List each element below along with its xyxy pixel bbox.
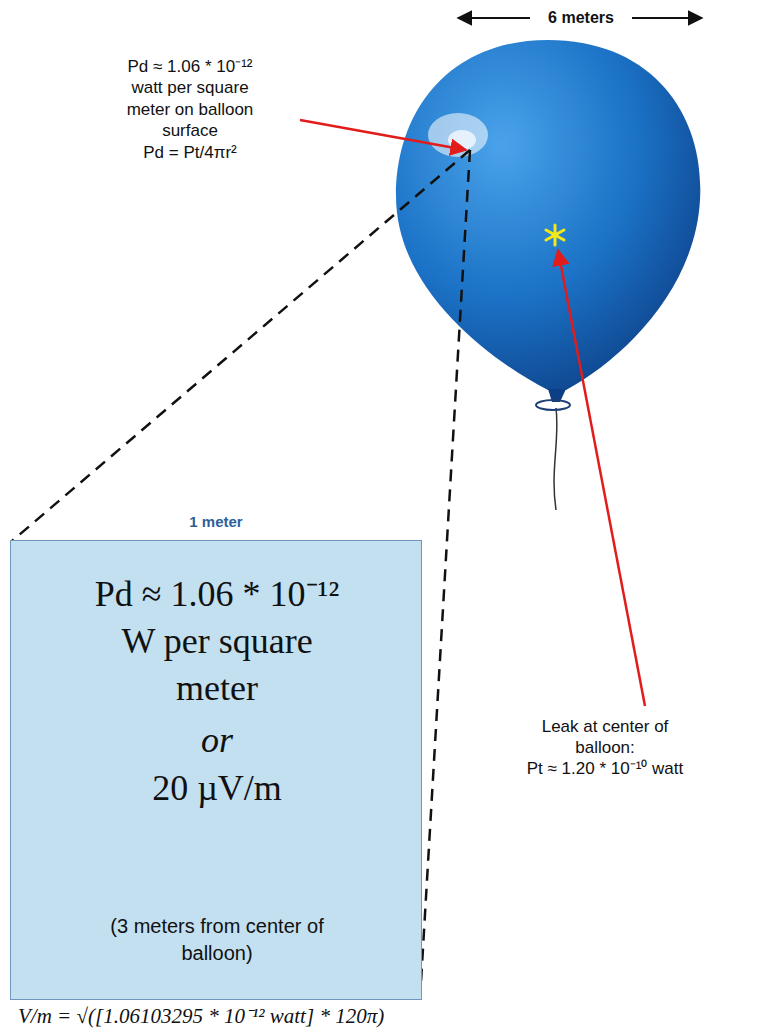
value-text: Pd ≈ 1.06 * 10⁻¹² W per square meter — [77, 571, 357, 711]
balloon — [396, 40, 700, 390]
dimension-arrow — [632, 17, 702, 19]
zoom-line — [420, 150, 470, 999]
dimension-arrow — [458, 17, 530, 19]
scale-label: 1 meter — [141, 513, 291, 532]
conjunction-text: or — [117, 717, 317, 764]
dimension-label: 6 meters — [532, 8, 630, 28]
formula-text: Pt ≈ 1.20 * 10⁻¹⁰ watt — [525, 758, 685, 779]
balloon-tie — [536, 400, 570, 410]
note-text: (3 meters from center of balloon) — [107, 913, 327, 967]
balloon-string — [554, 408, 557, 510]
formula-text: Pd = Pt/4πr² — [112, 142, 268, 163]
pointer-arrow — [300, 120, 466, 150]
pointer-arrow — [558, 250, 645, 706]
value-text: 20 µV/m — [67, 765, 367, 812]
formula-text: V/m = √([1.06103295 * 10⁻¹² watt] * 120π… — [18, 1003, 618, 1029]
annotation-text: Leak at center of balloon: — [520, 716, 690, 759]
leak-asterisk — [546, 225, 564, 245]
zoom-box: 1 meterPd ≈ 1.06 * 10⁻¹² W per square me… — [10, 540, 422, 1000]
zoom-line — [12, 150, 470, 541]
balloon-highlight — [428, 113, 488, 157]
annotation-text: Pd ≈ 1.06 * 10⁻¹² watt per square meter … — [112, 56, 268, 141]
